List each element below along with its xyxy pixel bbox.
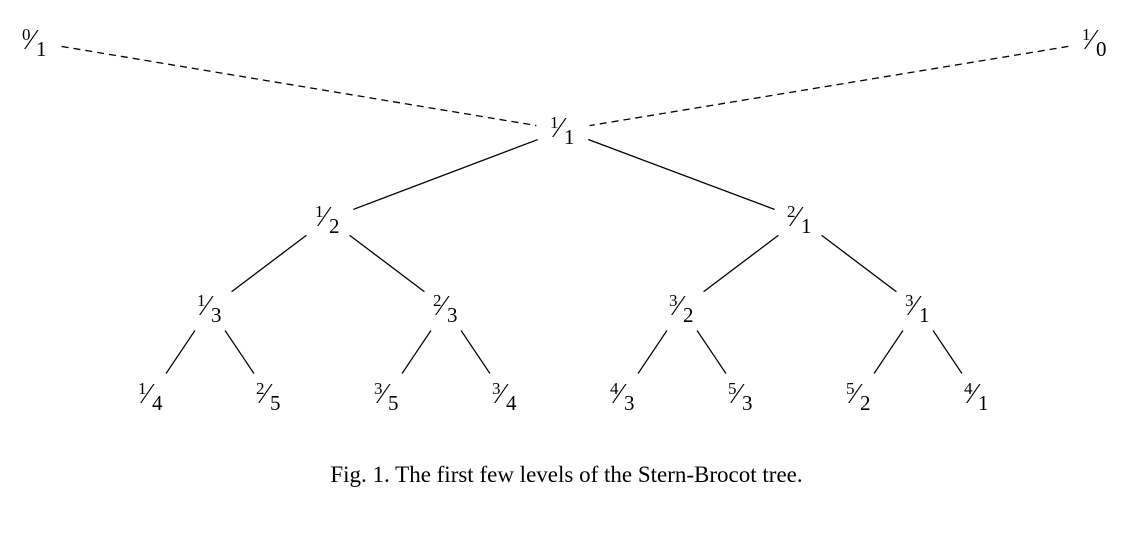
numerator: 2 (433, 291, 442, 310)
edge-n2_3-n3_4 (460, 330, 491, 374)
numerator: 1 (197, 291, 206, 310)
fraction-slash: ⁄ (440, 291, 445, 322)
denominator: 1 (36, 37, 47, 61)
denominator: 3 (447, 303, 458, 327)
denominator: 1 (919, 303, 930, 327)
edge-n1_2-n2_3 (349, 234, 425, 293)
fraction-slash: ⁄ (912, 291, 917, 322)
denominator: 1 (978, 391, 989, 415)
numerator: 3 (669, 291, 678, 310)
denominator: 2 (683, 303, 694, 327)
fraction-slash: ⁄ (971, 379, 976, 410)
numerator: 5 (846, 379, 855, 398)
numerator: 5 (728, 379, 737, 398)
fraction-slash: ⁄ (29, 25, 34, 56)
denominator: 2 (860, 391, 871, 415)
numerator: 4 (610, 379, 619, 398)
edge-n3_1-n5_2 (873, 330, 904, 374)
denominator: 1 (564, 125, 575, 149)
denominator: 1 (801, 214, 812, 238)
fraction-slash: ⁄ (1089, 25, 1094, 56)
edge-n1_3-n1_4 (165, 330, 196, 374)
fraction-slash: ⁄ (263, 379, 268, 410)
numerator: 3 (374, 379, 383, 398)
fraction-slash: ⁄ (617, 379, 622, 410)
edge-n2_3-n3_5 (401, 330, 432, 374)
numerator: 0 (22, 25, 31, 44)
denominator: 3 (742, 391, 753, 415)
denominator: 3 (624, 391, 635, 415)
edge-n1_3-n2_5 (224, 330, 255, 374)
edge-n2_1-n3_1 (821, 234, 897, 293)
fraction-slash: ⁄ (676, 291, 681, 322)
fraction-slash: ⁄ (557, 113, 562, 144)
numerator: 1 (138, 379, 147, 398)
denominator: 3 (211, 303, 222, 327)
figure-caption: Fig. 1. The first few levels of the Ster… (330, 462, 803, 487)
numerator: 2 (256, 379, 265, 398)
edge-n2_1-n3_2 (703, 234, 779, 293)
fraction-slash: ⁄ (322, 202, 327, 233)
denominator: 5 (388, 391, 399, 415)
edge-n3_1-n4_1 (932, 330, 963, 374)
numerator: 3 (905, 291, 914, 310)
numerator: 2 (787, 202, 796, 221)
numerator: 4 (964, 379, 973, 398)
fraction-slash: ⁄ (735, 379, 740, 410)
edge-n1_0-n1_1 (589, 45, 1069, 127)
fraction-slash: ⁄ (381, 379, 386, 410)
fraction-slash: ⁄ (794, 202, 799, 233)
fraction-slash: ⁄ (145, 379, 150, 410)
numerator: 1 (550, 113, 559, 132)
edge-n1_1-n1_2 (353, 138, 538, 211)
fraction-slash: ⁄ (853, 379, 858, 410)
edge-n3_2-n5_3 (696, 330, 727, 374)
edge-n1_1-n2_1 (588, 138, 775, 211)
numerator: 1 (1082, 25, 1091, 44)
numerator: 3 (492, 379, 501, 398)
denominator: 5 (270, 391, 281, 415)
edge-n3_2-n4_3 (637, 330, 668, 374)
denominator: 4 (506, 391, 517, 415)
fraction-slash: ⁄ (499, 379, 504, 410)
denominator: 0 (1096, 37, 1107, 61)
denominator: 4 (152, 391, 163, 415)
numerator: 1 (315, 202, 324, 221)
fraction-slash: ⁄ (204, 291, 209, 322)
edge-n1_2-n1_3 (231, 234, 307, 293)
denominator: 2 (329, 214, 340, 238)
edge-n0_1-n1_1 (61, 45, 537, 127)
